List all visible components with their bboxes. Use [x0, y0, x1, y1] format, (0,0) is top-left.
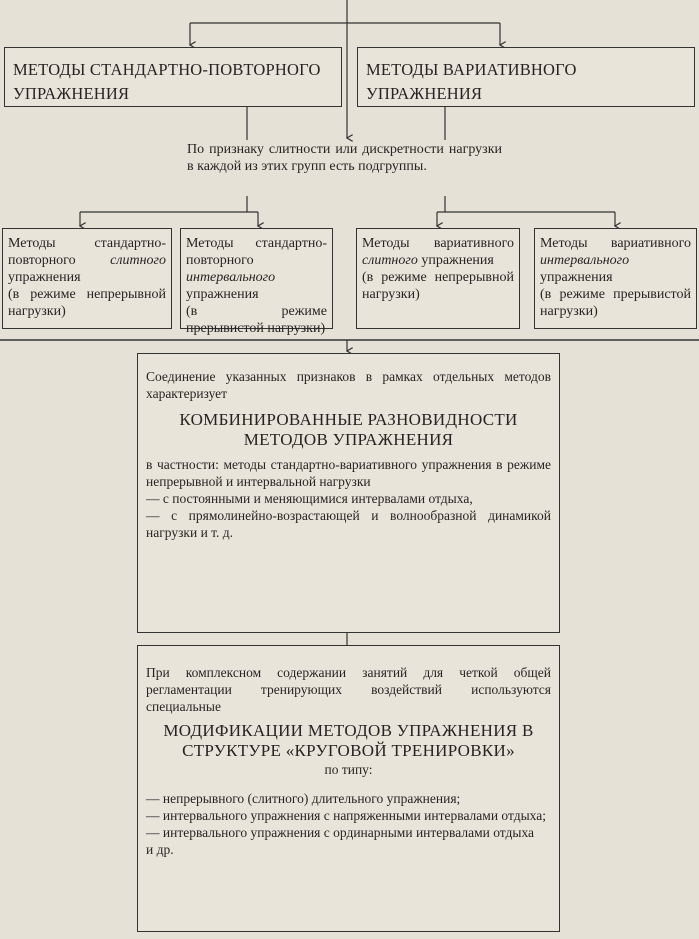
combined-intro: Соединение указанных признаков в рамках … — [146, 369, 551, 401]
combined-item: — с постоянными и меняющимися интервалам… — [146, 491, 473, 506]
group-title: МЕТОДЫ СТАНДАРТНО-ПОВТОРНОГО УПРАЖНЕНИЯ — [13, 60, 321, 103]
subgroup-box-4: Методы вариативного интервального упражн… — [534, 228, 697, 329]
modifications-etc: и др. — [146, 842, 174, 857]
combined-methods-box: Соединение указанных признаков в рамках … — [137, 353, 560, 633]
subgroup-box-3: Методы вариативного слитного упражнения … — [356, 228, 520, 329]
subgroup-mode: (в режиме непрерывной нагрузки) — [362, 270, 514, 302]
modifications-item: — непрерывного (слитного) длительного уп… — [146, 791, 461, 806]
modifications-item: — интервального упражнения с напряженным… — [146, 808, 546, 823]
combined-heading: КОМБИНИРОВАННЫЕ РАЗНОВИДНОСТИ МЕТОДОВ УП… — [179, 410, 518, 449]
modifications-heading: МОДИФИКАЦИИ МЕТОДОВ УПРАЖНЕНИЯ В СТРУКТУ… — [163, 721, 534, 760]
subgroup-title: Методы вариативного слитного упражнения — [362, 236, 514, 268]
combined-item: — с прямолинейно-возрастающей и волнообр… — [146, 508, 551, 540]
subgroup-box-1: Методы стандартно-повторного слитного уп… — [2, 228, 172, 329]
subgroup-box-2: Методы стандартно-повторного интервально… — [180, 228, 333, 336]
combined-body: в частности: методы стандартно-вариативн… — [146, 457, 551, 489]
modifications-box: При комплексном содержании занятий для ч… — [137, 645, 560, 932]
subgroup-title: Методы стандартно-повторного интервально… — [186, 236, 327, 302]
group-box-standard-repeated: МЕТОДЫ СТАНДАРТНО-ПОВТОРНОГО УПРАЖНЕНИЯ — [4, 47, 342, 107]
subgroup-note: По признаку слитности или дискретности н… — [187, 142, 502, 174]
subgroup-mode: (в режиме прерывистой нагрузки) — [186, 304, 327, 336]
modifications-intro: При комплексном содержании занятий для ч… — [146, 665, 551, 714]
group-box-variative: МЕТОДЫ ВАРИАТИВНОГО УПРАЖНЕНИЯ — [357, 47, 695, 107]
modifications-by-type: по типу: — [324, 762, 373, 777]
subgroup-title: Методы вариативного интервального упражн… — [540, 236, 691, 285]
subgroup-mode: (в режиме прерывистой нагрузки) — [540, 287, 691, 319]
subgroup-mode: (в режиме непрерывной нагрузки) — [8, 287, 166, 319]
group-title: МЕТОДЫ ВАРИАТИВНОГО УПРАЖНЕНИЯ — [366, 60, 577, 103]
subgroup-title: Методы стандартно-повторного слитного уп… — [8, 236, 166, 285]
modifications-item: — интервального упражнения с ординарными… — [146, 825, 535, 840]
